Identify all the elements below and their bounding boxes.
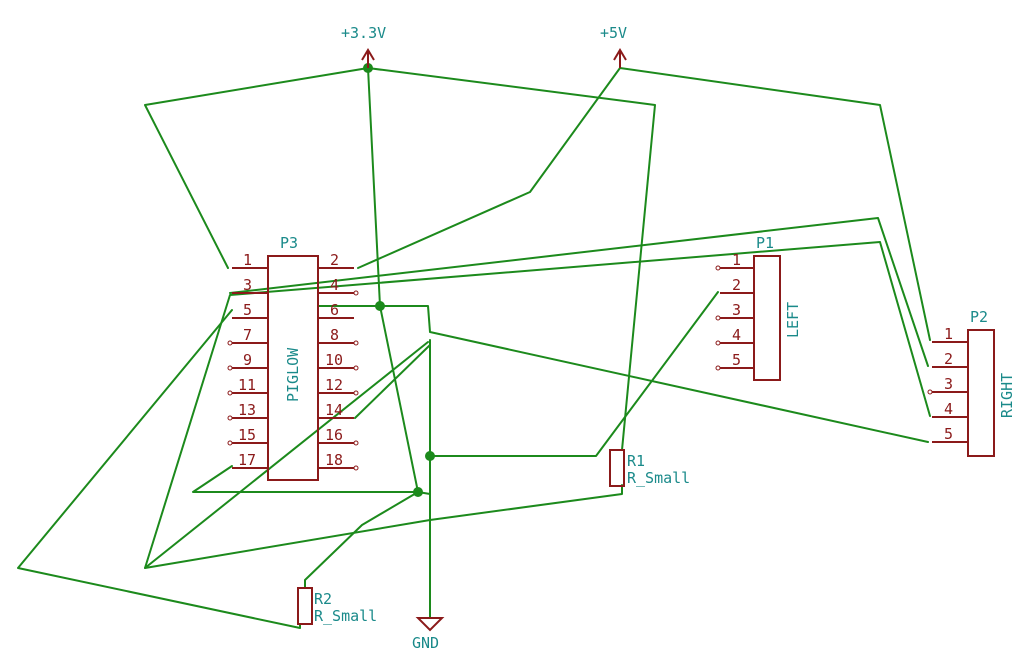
- p3-pin-label: 11: [238, 376, 256, 394]
- connector-p2: P2 RIGHT 1 2 3 4 5: [927, 308, 1016, 457]
- p2-body: [967, 329, 995, 457]
- p3-pin-label: 9: [243, 351, 252, 369]
- p3-pin-label: 3: [243, 276, 252, 294]
- r1-ref: R1: [627, 452, 645, 470]
- p1-ref: P1: [756, 234, 774, 252]
- p3-pin-label: 7: [243, 326, 252, 344]
- p2-pin-label: 1: [944, 325, 953, 343]
- p3-pin-label: 2: [330, 251, 339, 269]
- r2-ref: R2: [314, 590, 332, 608]
- p2-pin-label: 2: [944, 350, 953, 368]
- p3-pin-label: 4: [330, 276, 339, 294]
- p3-pin-label: 13: [238, 401, 256, 419]
- power-gnd: GND: [412, 617, 445, 652]
- wire-5v-to-p2-pin1: [619, 67, 931, 341]
- p2-ref: P2: [970, 308, 988, 326]
- wire-p3-pin5-to-p2-pin4: [17, 309, 301, 629]
- p1-pin-label: 2: [732, 276, 741, 294]
- wire-3v3-to-p3-pin1: [144, 67, 369, 269]
- junction-r2-node: [413, 487, 423, 497]
- wire-3v3-down: [367, 67, 431, 495]
- p3-pin-label: 15: [238, 426, 256, 444]
- connector-p1: P1 LEFT 1 2 3 4 5: [715, 234, 802, 381]
- power-gnd-label: GND: [412, 634, 439, 652]
- r2-value: R_Small: [314, 607, 377, 625]
- p2-pin-label: 3: [944, 375, 953, 393]
- p3-pin-label: 16: [325, 426, 343, 444]
- p3-pin-label: 8: [330, 326, 339, 344]
- p3-pin-label: 5: [243, 301, 252, 319]
- wire-p3-pin3-to-p2-pin2: [229, 217, 929, 367]
- power-5v: +5V: [600, 24, 627, 68]
- r2-body: [297, 587, 313, 625]
- p2-pin-label: 5: [944, 425, 953, 443]
- p2-value: RIGHT: [998, 373, 1016, 418]
- wire-p3-pin6-to-p2-pin5: [317, 305, 929, 443]
- connector-p3: P3 PIGLOW 1 3 5 7 9 11 13 15 17: [227, 234, 359, 481]
- wire-3v3-to-r1: [367, 67, 656, 451]
- p3-left-pins: 1 3 5 7 9 11 13 15 17: [227, 251, 268, 469]
- wire-r1-to-r2: [144, 484, 623, 569]
- wire-p2-pin4-loop: [144, 241, 931, 569]
- junction-pin6: [375, 301, 385, 311]
- resistor-r1: R1 R_Small: [609, 449, 690, 487]
- junction-gnd-node: [425, 451, 435, 461]
- wire-p1-pin2-to-gnd-node: [429, 291, 719, 457]
- p3-pin-label: 14: [325, 401, 343, 419]
- power-5v-label: +5V: [600, 24, 627, 42]
- p1-pin-label: 3: [732, 301, 741, 319]
- p2-pin-label: 4: [944, 400, 953, 418]
- wire-p3-pin14: [354, 344, 431, 419]
- p1-value: LEFT: [784, 302, 802, 338]
- p1-pin-label: 4: [732, 326, 741, 344]
- p3-pin-label: 17: [238, 451, 256, 469]
- wires: [17, 67, 931, 629]
- p3-pin-label: 1: [243, 251, 252, 269]
- r1-body: [609, 449, 625, 487]
- r1-value: R_Small: [627, 469, 690, 487]
- p1-pin-label: 5: [732, 351, 741, 369]
- p3-value: PIGLOW: [284, 347, 302, 402]
- p1-body: [753, 255, 781, 381]
- p3-ref: P3: [280, 234, 298, 252]
- p3-right-pins: 2 4 6 8 10 12 14 16 18: [318, 251, 359, 471]
- wire-node-to-r2: [304, 491, 419, 589]
- p3-pin-label: 18: [325, 451, 343, 469]
- wire-p3-pin17: [192, 465, 419, 493]
- power-3v3-label: +3.3V: [341, 24, 386, 42]
- power-3v3: +3.3V: [341, 24, 386, 68]
- wire-5v-to-p3-pin2: [357, 67, 621, 269]
- p3-pin-label: 6: [330, 301, 339, 319]
- p3-pin-label: 12: [325, 376, 343, 394]
- resistor-r2: R2 R_Small: [297, 587, 377, 625]
- p3-pin-label: 10: [325, 351, 343, 369]
- p1-pin-label: 1: [732, 251, 741, 269]
